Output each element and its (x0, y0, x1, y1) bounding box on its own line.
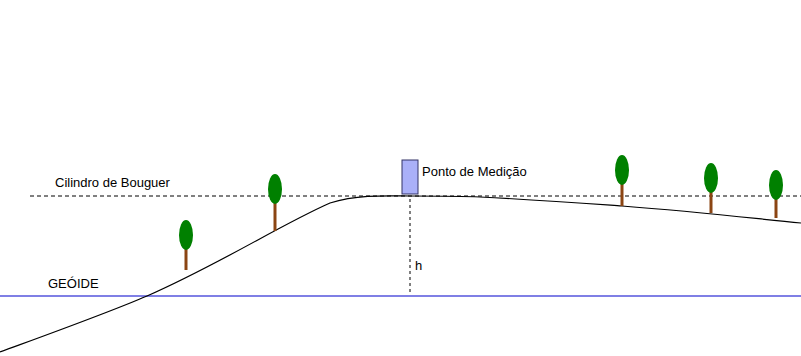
height-label: h (415, 258, 422, 273)
tree (615, 155, 629, 206)
bouguer-label: Cilindro de Bouguer (55, 175, 170, 190)
terrain-profile (0, 196, 801, 352)
tree (179, 220, 193, 270)
station-label: Ponto de Medição (422, 164, 527, 179)
tree (268, 174, 282, 231)
geoid-label: GEÓIDE (48, 276, 99, 291)
geoid-line (0, 295, 801, 296)
height-line (410, 199, 411, 295)
tree (704, 163, 718, 213)
measurement-station (402, 160, 418, 194)
tree (769, 170, 783, 218)
